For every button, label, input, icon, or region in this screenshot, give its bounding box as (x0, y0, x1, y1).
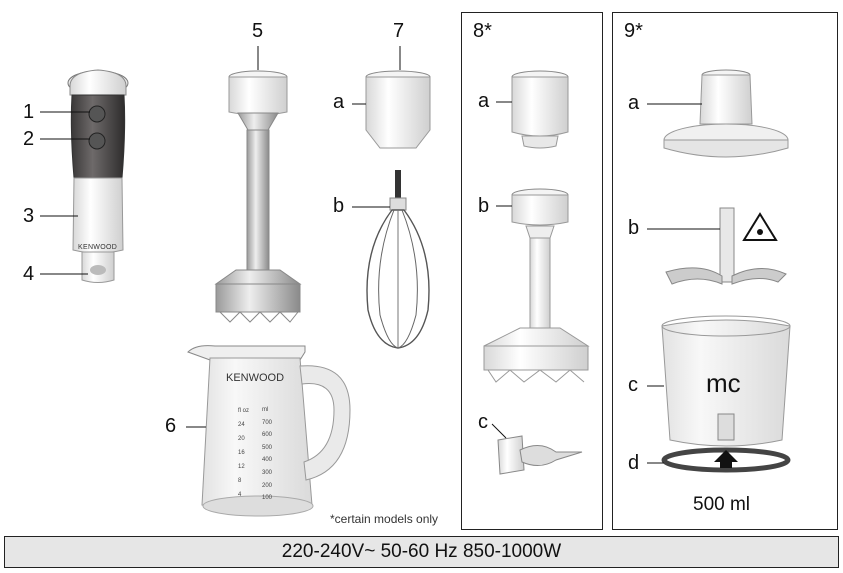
blender-shaft (214, 46, 302, 323)
brand-on-motor: KENWOOD (78, 244, 118, 251)
label-5: 5 (252, 20, 264, 42)
label-3: 3 (23, 205, 35, 227)
panel-8-parts (483, 70, 590, 475)
label-8c: c (478, 411, 488, 433)
motor-unit (67, 69, 129, 283)
label-9b: b (628, 217, 640, 239)
jug-scale-ml: ml 700 600 500 400 300 200 100 (262, 407, 273, 502)
label-9a: a (628, 92, 640, 114)
label-4: 4 (23, 263, 35, 285)
label-7a: a (333, 91, 345, 113)
label-9: 9* (624, 20, 643, 42)
brand-on-jug: KENWOOD (226, 372, 285, 384)
panel-9-parts (661, 69, 791, 473)
label-1: 1 (23, 101, 35, 123)
capacity-label: 500 ml (693, 494, 751, 515)
measuring-jug (187, 345, 351, 517)
label-6: 6 (165, 415, 177, 437)
label-7b: b (333, 195, 345, 217)
label-8: 8* (473, 20, 492, 42)
rating-footer: 220-240V~ 50-60 Hz 850-1000W (4, 536, 839, 568)
label-9c: c (628, 374, 638, 396)
label-7: 7 (393, 20, 405, 42)
label-2: 2 (23, 128, 35, 150)
label-8b: b (478, 195, 490, 217)
label-9d: d (628, 452, 640, 474)
models-note: *certain models only (330, 512, 439, 526)
whisk (365, 46, 431, 349)
jug-scale-oz: fl oz 24 20 16 12 8 4 (238, 408, 250, 498)
bowl-mark: mc (706, 368, 741, 398)
label-8a: a (478, 90, 490, 112)
